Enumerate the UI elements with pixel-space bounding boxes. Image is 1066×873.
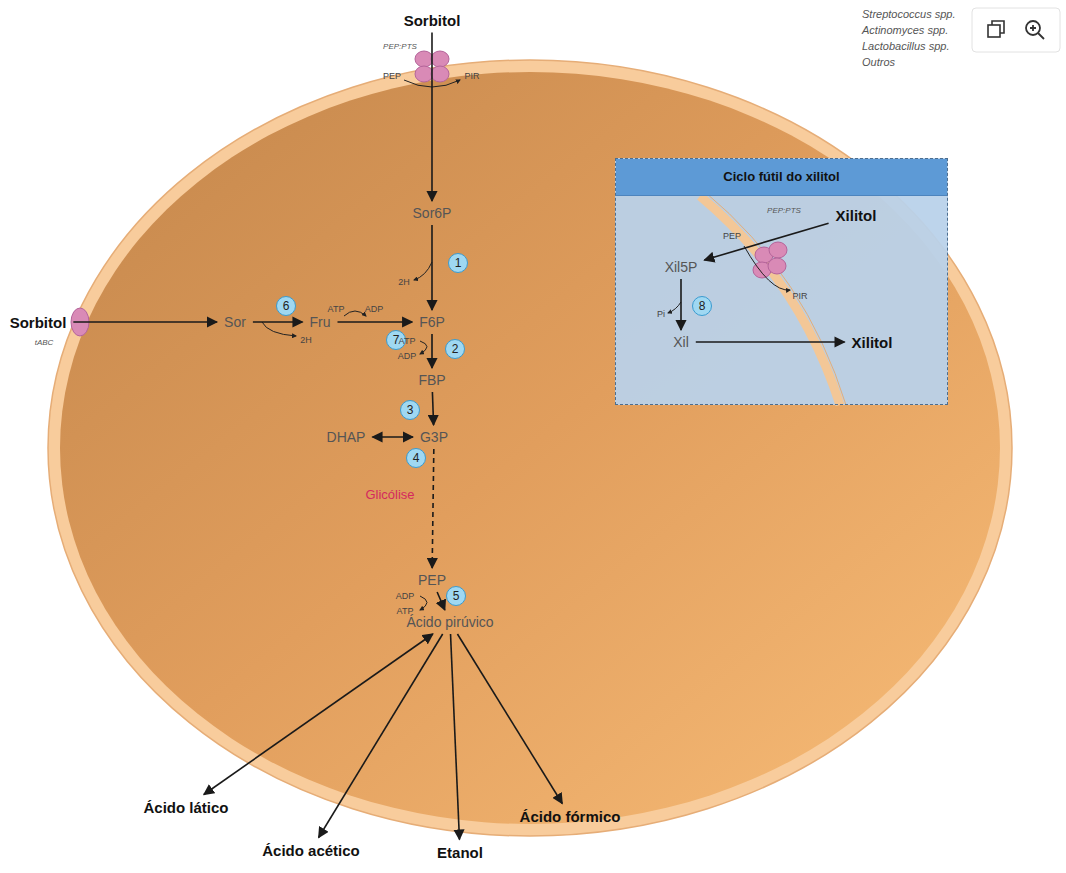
cycle-box: Ciclo fútil do xilitolXilitolXil5PXilXil… [615,158,948,405]
box-heading: Ciclo fútil do xilitol [616,159,947,196]
transporter-pts-right [753,242,787,278]
compound-outside: Ácido fórmico [517,807,624,826]
reaction-arrow [372,436,413,438]
membrane-segment-edge [705,192,846,405]
metabolite-name: Sorbitol [404,12,461,29]
cofactor-label: ADP [398,351,417,361]
metabolite: PEP [415,571,449,589]
metabolite-name: Sor [224,314,246,330]
cofactor-label: PIR [792,291,807,301]
metabolite: F6P [416,313,448,331]
compound-outside: Xilitol [849,333,896,352]
reaction-arrow [704,223,828,260]
metabolite: Xil [670,333,692,351]
reaction-arrow [432,449,434,568]
metabolite-name: Sor6P [413,205,452,221]
reaction-arrow [432,392,433,425]
reaction-arrow [431,334,433,368]
membrane-segment [700,196,840,405]
transporter-label: tABC [35,338,54,347]
species-name: Streptococcus spp. [862,8,956,20]
cofactor-label: 2H [300,335,312,345]
reaction-arrow [319,634,443,838]
callout-number: 1 [448,253,468,273]
cell-cytoplasm [60,72,1000,824]
compound-outside: Sorbitol [7,313,70,332]
metabolite: Xil5P [662,258,701,276]
callout-number: 6 [276,296,296,316]
metabolite-name: Xilitol [852,334,893,351]
transporter-label: PEP:PTS [383,42,417,51]
reaction-arrow [451,634,460,840]
metabolite-name: Ácido fórmico [520,808,621,825]
pathway-label: Glicólise [365,487,414,502]
metabolite-name: FBP [418,372,445,388]
compound-outside: Etanol [434,843,486,862]
reaction-arrow [253,321,303,323]
metabolite-name: Xil5P [665,259,698,275]
callout-number: 3 [400,400,420,420]
cofactor-label: ADP [396,591,415,601]
compound-outside: Ácido lático [140,798,231,817]
cofactor-label: PIR [464,71,479,81]
metabolite: DHAP [324,428,369,446]
metabolite: Fru [307,313,334,331]
metabolite: Ácido pirúvico [403,613,496,631]
metabolite-name: Etanol [437,844,483,861]
window-icons [972,8,1060,52]
metabolite-name: F6P [419,314,445,330]
species-name: Actinomyces spp. [862,24,948,36]
reaction-arrow [680,279,682,330]
cofactor-label: Pi [657,309,665,319]
metabolite-name: PEP [418,572,446,588]
reaction-arrow [204,634,433,795]
cofactor-label: ADP [365,304,384,314]
callout-number: 8 [692,296,712,316]
species-name: Outros [862,56,895,68]
reaction-arrow [457,634,562,804]
transporter-label: PEP:PTS [767,206,801,215]
metabolite: G3P [417,428,451,446]
metabolite-name: Ácido acético [262,842,360,859]
cofactor-label: ATP [397,606,414,616]
metabolite-name: Xilitol [836,207,877,224]
metabolite: FBP [415,371,448,389]
metabolite-name: Fru [310,314,331,330]
species-name: Lactobacillus spp. [862,40,949,52]
metabolite-name: Sorbitol [10,314,67,331]
cofactor-label: PEP [723,231,741,241]
reaction-arrow [431,33,433,202]
reaction-arrow [437,592,445,610]
cell-membrane [48,60,1012,836]
cofactor-label: ATP [328,304,345,314]
cofactor-label: 2H [398,277,410,287]
metabolite: Sor [221,313,249,331]
callout-number: 2 [445,339,465,359]
cofactor-label: ATP [399,336,416,346]
callout-number: 4 [406,448,426,468]
compound-outside: Xilitol [833,206,880,225]
cofactor-label: PEP [383,71,401,81]
metabolite-name: Ácido lático [143,799,228,816]
reaction-arrow [431,225,433,310]
metabolite: Sor6P [410,204,455,222]
metabolite-name: Ácido pirúvico [406,614,493,630]
metabolite-name: Xil [673,334,689,350]
metabolite-name: DHAP [327,429,366,445]
compound-outside: Ácido acético [259,841,363,860]
reaction-arrow [73,321,217,323]
xylitol-cycle-ground [615,158,948,405]
callout-number: 5 [446,586,466,606]
reaction-arrow [696,341,845,343]
metabolite-name: G3P [420,429,448,445]
reaction-arrow [338,321,413,323]
compound-outside: Sorbitol [401,11,464,30]
